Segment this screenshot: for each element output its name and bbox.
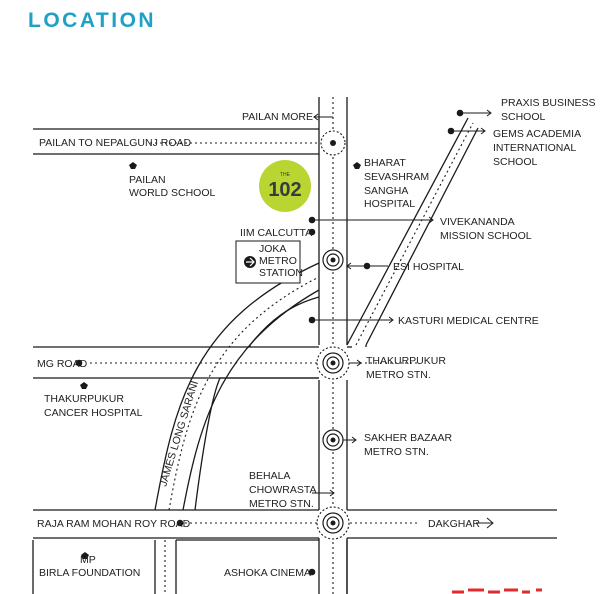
label-behala-1: BEHALA xyxy=(249,470,290,482)
behala-chowrasta-metro-marker xyxy=(316,506,350,540)
james-long-outer-edge xyxy=(154,262,320,511)
footer-accent xyxy=(452,588,542,594)
label-bharat-2: SEVASHRAM xyxy=(364,171,429,183)
label-thakurpukur-metro-1: THAKURPUKUR xyxy=(366,355,446,367)
label-pailan-road: PAILAN TO NEPALGUNJ ROAD xyxy=(39,137,192,149)
iim-marker xyxy=(308,228,316,236)
diagonal-road-left-edge xyxy=(346,117,469,346)
map-labels: PAILAN MORE PAILAN TO NEPALGUNJ ROAD PAI… xyxy=(37,97,596,579)
label-gems-3: SCHOOL xyxy=(493,156,538,168)
label-vivekananda-1: VIVEKANANDA xyxy=(440,216,515,228)
label-sakher-2: METRO STN. xyxy=(364,446,429,458)
label-joka-1: JOKA xyxy=(259,243,286,255)
label-gems-2: INTERNATIONAL xyxy=(493,142,576,154)
james-long-center xyxy=(168,276,320,511)
label-pailan-school-2: WORLD SCHOOL xyxy=(129,187,216,199)
label-james-long: JAMES LONG SARANI xyxy=(157,379,201,487)
ashoka-marker xyxy=(308,568,316,576)
label-behala-2: CHOWRASTA xyxy=(249,484,316,496)
label-praxis-1: PRAXIS BUSINESS xyxy=(501,97,596,109)
joka-metro-box xyxy=(235,240,301,284)
label-joka-3: STATION xyxy=(259,267,303,279)
label-dakghar: DAKGHAR xyxy=(428,518,480,530)
project-badge: THE 102 xyxy=(259,160,311,212)
pailan-more-marker xyxy=(320,130,346,156)
label-pailan-school-1: PAILAN xyxy=(129,174,166,186)
label-ashoka: ASHOKA CINEMA xyxy=(224,567,311,579)
project-small-text: THE xyxy=(280,172,291,178)
sakher-bazaar-metro-marker xyxy=(322,429,344,451)
label-cancer-2: CANCER HOSPITAL xyxy=(44,407,143,419)
label-thakurpukur-metro-2: METRO STN. xyxy=(366,369,431,381)
label-praxis-2: SCHOOL xyxy=(501,111,546,123)
project-name: 102 xyxy=(268,179,301,201)
joka-metro-marker xyxy=(322,249,344,271)
label-pailan-more: PAILAN MORE xyxy=(242,111,313,123)
label-bharat-4: HOSPITAL xyxy=(364,198,415,210)
label-kasturi: KASTURI MEDICAL CENTRE xyxy=(398,315,539,327)
label-joka-2: METRO xyxy=(259,255,297,267)
label-mg-road: MG ROAD xyxy=(37,358,88,370)
label-esi: ESI HOSPITAL xyxy=(393,261,464,273)
landmark-markers xyxy=(75,109,494,576)
road-network xyxy=(32,97,557,594)
diagonal-road-right-edge xyxy=(365,127,479,346)
label-mp-birla-1: MP xyxy=(80,554,96,566)
label-bharat-3: SANGHA xyxy=(364,185,408,197)
diagonal-road-center xyxy=(355,122,474,346)
page-title: LOCATION xyxy=(28,9,156,32)
project-logo xyxy=(259,160,311,212)
cancer-hospital-marker xyxy=(80,382,88,389)
label-cancer-1: THAKURPUKUR xyxy=(44,393,124,405)
label-sakher-1: SAKHER BAZAAR xyxy=(364,432,453,444)
thakurpukur-metro-marker xyxy=(316,346,350,380)
label-gems-1: GEMS ACADEMIA xyxy=(493,128,581,140)
label-bharat-1: BHARAT xyxy=(364,157,406,169)
label-mp-birla-2: BIRLA FOUNDATION xyxy=(39,567,140,579)
label-vivekananda-2: MISSION SCHOOL xyxy=(440,230,532,242)
pailan-school-marker xyxy=(129,162,137,169)
inner-block-curve xyxy=(249,296,320,346)
label-iim: IIM CALCUTTA xyxy=(240,227,312,239)
label-behala-3: METRO STN. xyxy=(249,498,314,510)
mp-birla-marker xyxy=(81,552,89,559)
metro-stations xyxy=(316,130,350,540)
esi-marker xyxy=(363,262,371,270)
label-rrmr-road: RAJA RAM MOHAN ROY ROAD xyxy=(37,518,191,530)
bharat-sevashram-marker xyxy=(353,162,361,169)
